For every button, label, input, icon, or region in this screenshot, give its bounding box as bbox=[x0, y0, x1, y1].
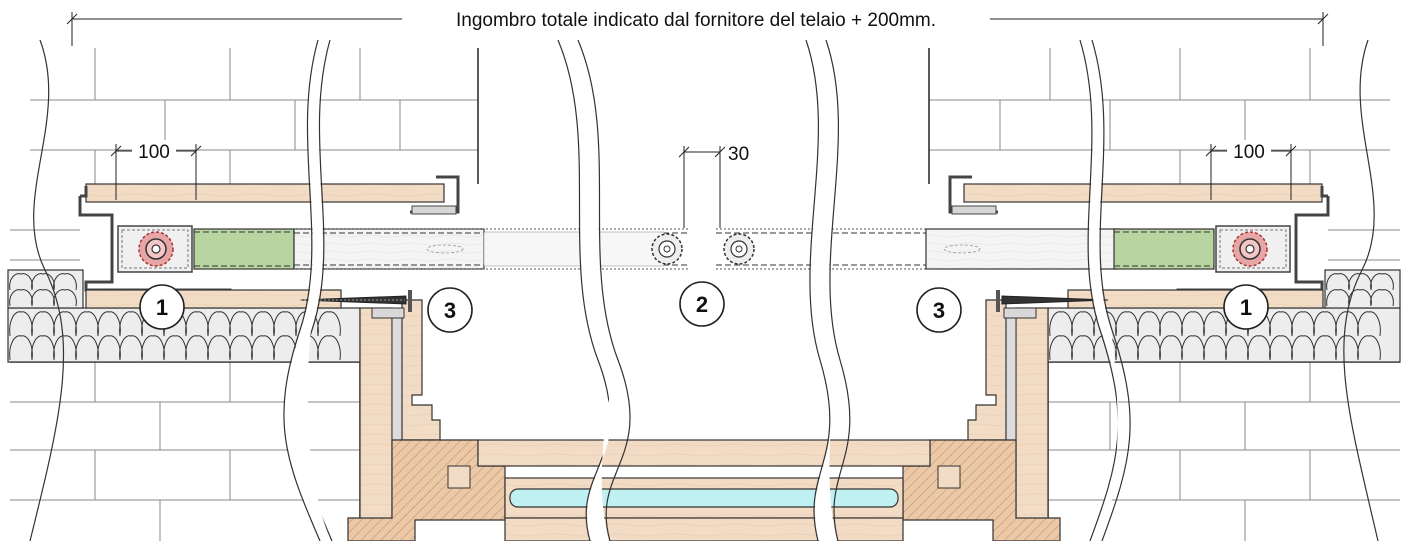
insulation-loop bbox=[185, 335, 209, 361]
insulation-loop bbox=[9, 273, 33, 291]
callout-center-gap: 2 bbox=[679, 281, 725, 327]
insulation-loop bbox=[1181, 311, 1205, 337]
insulation-loop bbox=[317, 335, 341, 361]
right-screw bbox=[1001, 295, 1109, 305]
insulation-loop bbox=[1181, 335, 1205, 361]
right-offset-label: 100 bbox=[1233, 142, 1265, 163]
callout-right-screw-number: 3 bbox=[933, 298, 945, 323]
callout-right-screw: 3 bbox=[916, 287, 962, 333]
left-offset-label: 100 bbox=[138, 142, 170, 163]
insulation-loop bbox=[1247, 335, 1271, 361]
insulation-loop bbox=[1137, 311, 1161, 337]
left-roller-assembly bbox=[117, 225, 295, 273]
left-frame-jamb bbox=[299, 290, 506, 541]
callout-left-screw-number: 3 bbox=[444, 298, 456, 323]
insulation-loop bbox=[251, 335, 275, 361]
break-gaps bbox=[284, 40, 1120, 541]
insulation-loop bbox=[75, 311, 99, 337]
insulation-loop bbox=[53, 335, 77, 361]
callout-left-screw: 3 bbox=[427, 287, 473, 333]
right-frame-jamb bbox=[902, 290, 1109, 541]
insulation-loop bbox=[75, 335, 99, 361]
insulation-loop bbox=[1326, 273, 1350, 291]
callout-right-bracket-number: 1 bbox=[1240, 295, 1252, 320]
insulation-loop bbox=[273, 311, 297, 337]
insulation-loop bbox=[317, 311, 341, 337]
total-width-label: Ingombro totale indicato dal fornitore d… bbox=[456, 10, 936, 31]
insulation-loop bbox=[119, 335, 143, 361]
insulation-loop bbox=[251, 311, 275, 337]
insulation-loop bbox=[1049, 311, 1073, 337]
insulation-loop bbox=[1137, 335, 1161, 361]
insulation-loop bbox=[1115, 335, 1139, 361]
insulation-loop bbox=[1115, 311, 1139, 337]
insulation-loop bbox=[31, 273, 55, 291]
insulation-loop bbox=[1159, 311, 1183, 337]
insulation-loop bbox=[207, 335, 231, 361]
right-sliding-panel bbox=[716, 228, 1120, 270]
insulation-loop bbox=[31, 289, 55, 307]
insulation-loop bbox=[97, 311, 121, 337]
insulation-loop bbox=[1370, 289, 1394, 307]
insulation-loop bbox=[53, 289, 77, 307]
total-width-dimension: Ingombro totale indicato dal fornitore d… bbox=[66, 6, 1329, 46]
insulation-loop bbox=[1203, 335, 1227, 361]
right-roller-assembly bbox=[1113, 225, 1291, 273]
insulation-loop bbox=[1291, 311, 1315, 337]
gap-label: 30 bbox=[728, 144, 749, 165]
insulation-loop bbox=[1225, 335, 1249, 361]
insulation-loop bbox=[53, 273, 77, 291]
insulation-loop bbox=[1049, 335, 1073, 361]
left-offset-dimension: 100 bbox=[110, 140, 202, 200]
insulation-loop bbox=[1326, 289, 1350, 307]
insulation-loop bbox=[119, 311, 143, 337]
insulation-loop bbox=[1313, 311, 1337, 337]
callout-right-bracket: 1 bbox=[1223, 284, 1269, 330]
gap-dimension: 30 bbox=[678, 144, 749, 228]
insulation-loop bbox=[31, 311, 55, 337]
insulation-loop bbox=[1269, 311, 1293, 337]
insulation-loop bbox=[1357, 335, 1381, 361]
insulation-loop bbox=[53, 311, 77, 337]
insulation-loop bbox=[1335, 311, 1359, 337]
insulation-loop bbox=[1071, 335, 1095, 361]
insulation-loop bbox=[1357, 311, 1381, 337]
insulation-loop bbox=[1348, 289, 1372, 307]
left-sliding-panel bbox=[293, 228, 690, 270]
insulation-loop bbox=[163, 335, 187, 361]
glass-pane bbox=[509, 488, 899, 508]
insulation-loop bbox=[9, 289, 33, 307]
insulation-loop bbox=[9, 311, 33, 337]
insulation-loop bbox=[1291, 335, 1315, 361]
insulation-loop bbox=[229, 335, 253, 361]
insulation-loop bbox=[9, 335, 33, 361]
callout-left-bracket: 1 bbox=[139, 284, 185, 330]
insulation-loop bbox=[1313, 335, 1337, 361]
insulation-loop bbox=[1071, 311, 1095, 337]
insulation-loop bbox=[207, 311, 231, 337]
insulation-loop bbox=[1159, 335, 1183, 361]
callout-center-gap-number: 2 bbox=[696, 292, 708, 317]
insulation-loop bbox=[229, 311, 253, 337]
insulation-loop bbox=[97, 335, 121, 361]
sash-and-glass bbox=[477, 439, 931, 541]
insulation-loop bbox=[1269, 335, 1293, 361]
insulation-loop bbox=[1335, 335, 1359, 361]
insulation-loop bbox=[31, 335, 55, 361]
insulation-loop bbox=[185, 311, 209, 337]
right-offset-dimension: 100 bbox=[1205, 140, 1297, 200]
callout-left-bracket-number: 1 bbox=[156, 295, 168, 320]
insulation-loop bbox=[1203, 311, 1227, 337]
insulation-loop bbox=[141, 335, 165, 361]
insulation-loop bbox=[1370, 273, 1394, 291]
